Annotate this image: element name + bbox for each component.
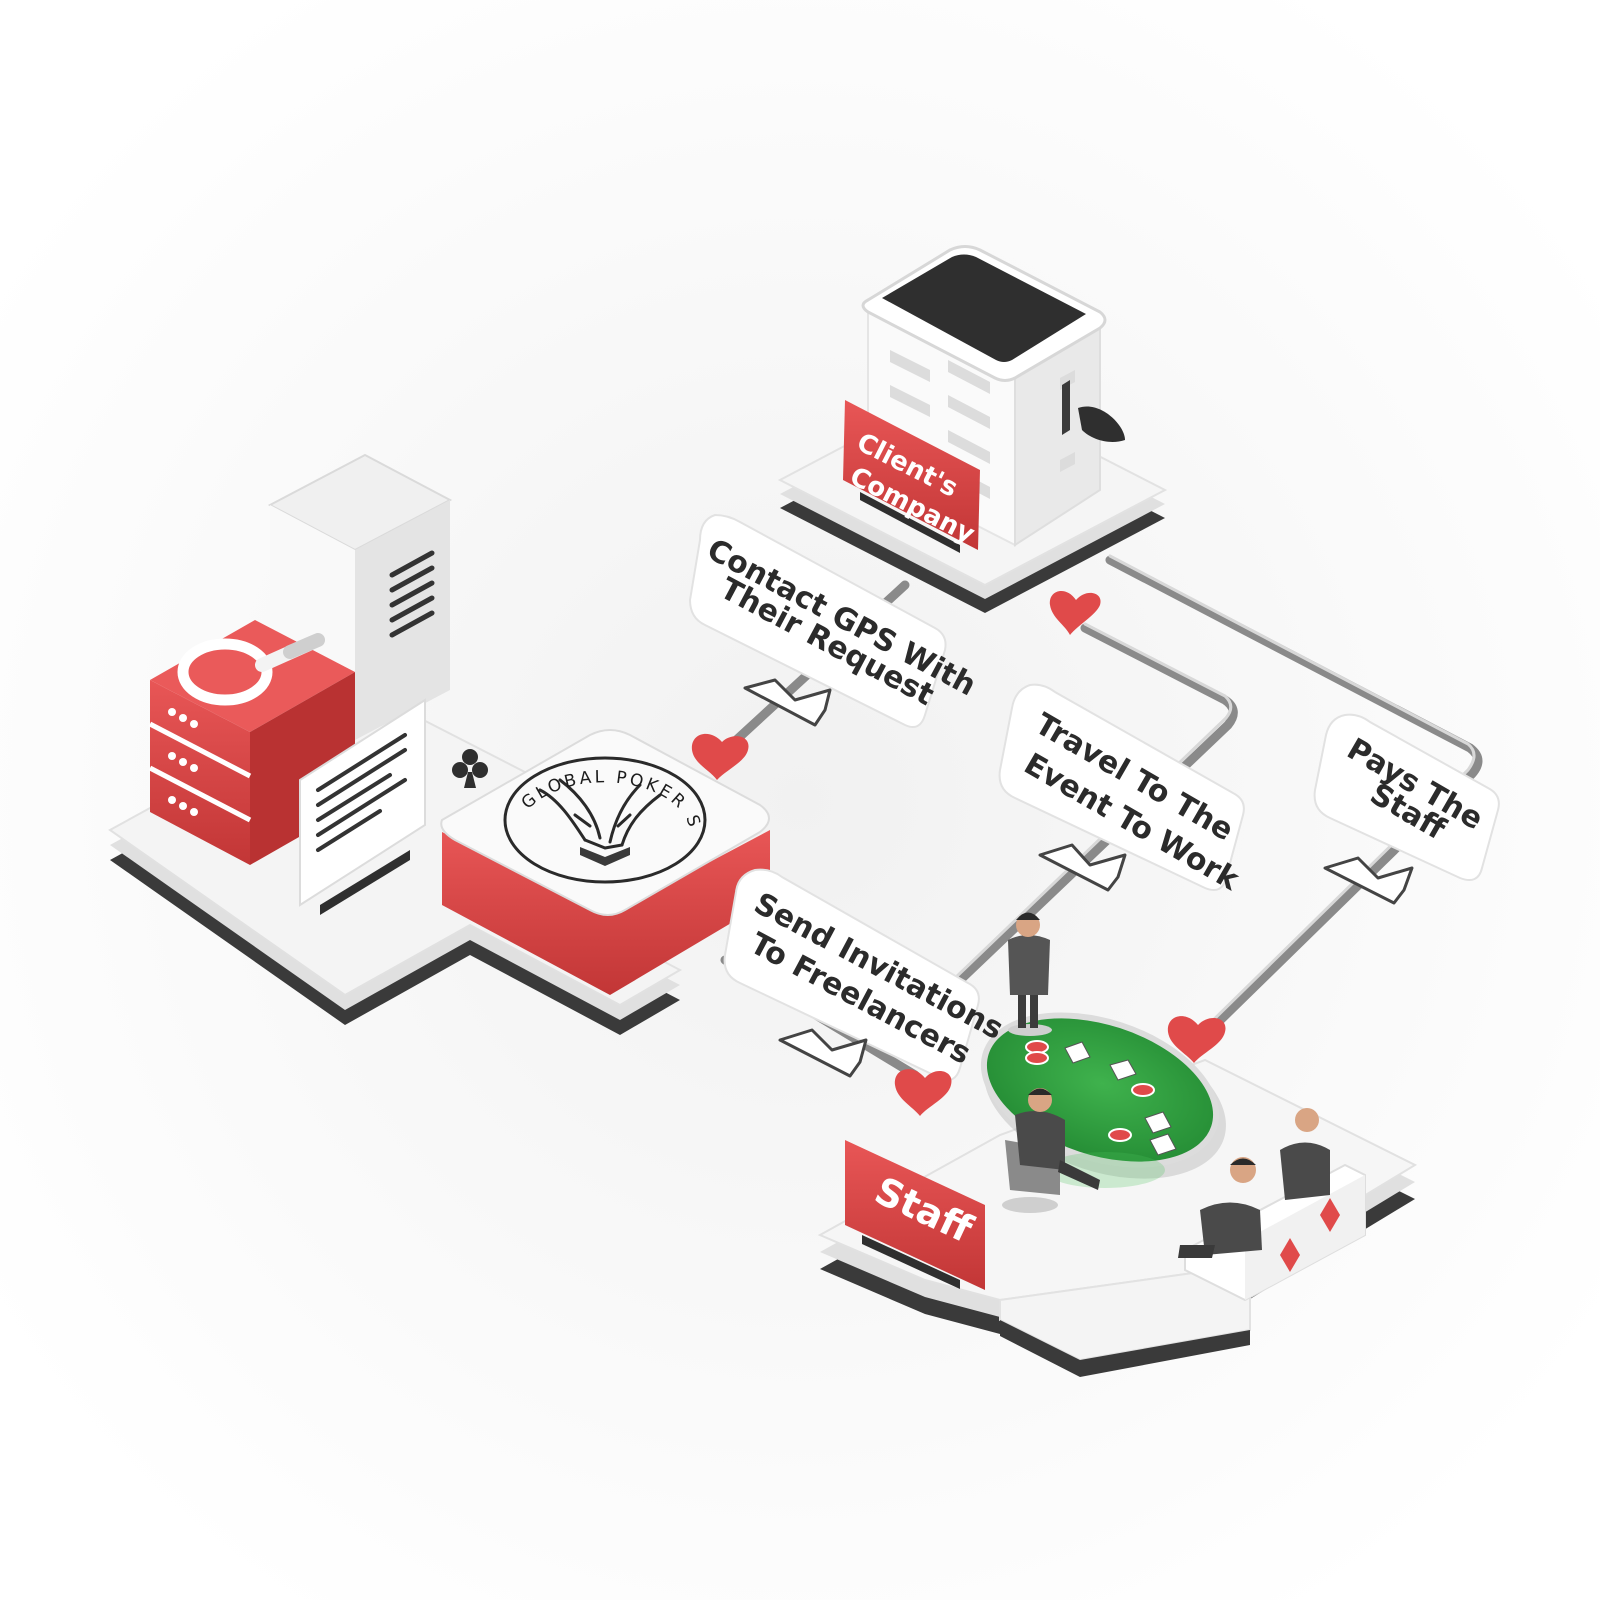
document-icon bbox=[299, 698, 426, 915]
bubble-tail bbox=[1038, 843, 1127, 892]
server-icon bbox=[267, 453, 453, 740]
spade-icon bbox=[1078, 406, 1125, 442]
client-company-sign bbox=[843, 400, 980, 550]
gps-logo-top bbox=[440, 729, 770, 916]
lounge-person-2 bbox=[1280, 1108, 1330, 1200]
lounge-couch bbox=[1178, 1108, 1366, 1302]
heart-icon bbox=[1167, 1016, 1226, 1063]
seated-player-figure bbox=[1002, 1088, 1100, 1213]
staff-node: Staff bbox=[817, 912, 1418, 1377]
bubble-tail bbox=[743, 678, 832, 727]
diamond-icon bbox=[1280, 1198, 1340, 1272]
heart-icon bbox=[894, 1069, 952, 1116]
bubble-tail bbox=[778, 1028, 868, 1078]
bubble-tail bbox=[1323, 856, 1414, 905]
playing-card-icon bbox=[1064, 1041, 1177, 1156]
heart-markers bbox=[691, 590, 1226, 1116]
connector-highlights bbox=[951, 554, 1476, 1037]
connector-client-to-staff-travel bbox=[950, 623, 1238, 990]
heart-icon bbox=[691, 733, 749, 780]
poker-chip-icon bbox=[1025, 1040, 1155, 1142]
heart-icon bbox=[1049, 590, 1101, 635]
client-company-node: Client's Company bbox=[777, 245, 1168, 613]
lounge-person-1 bbox=[1178, 1157, 1262, 1258]
magnifier-icon bbox=[177, 633, 325, 706]
step-bubble-pay: Pays The Staff bbox=[1313, 713, 1500, 905]
handshake-icon bbox=[538, 778, 662, 850]
building-roof bbox=[882, 254, 1086, 362]
staff-sign bbox=[845, 1140, 985, 1290]
dealer-figure bbox=[1008, 912, 1052, 1036]
club-icon bbox=[452, 749, 488, 788]
